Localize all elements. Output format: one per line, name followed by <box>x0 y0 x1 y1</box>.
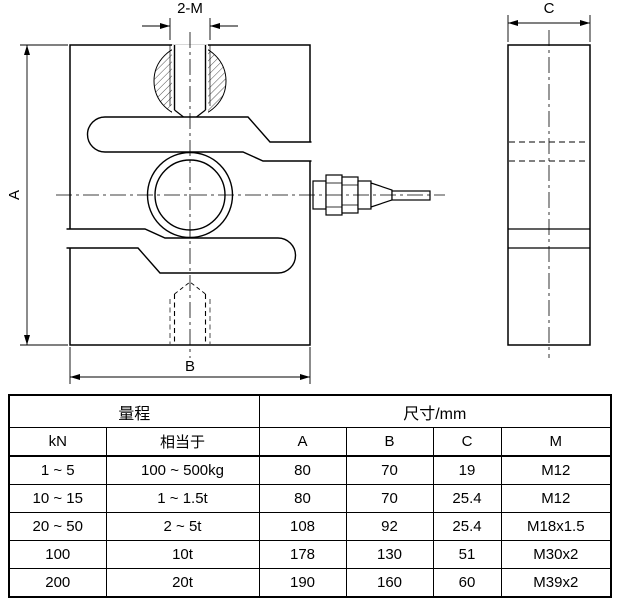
table-cell: 80 <box>258 484 347 513</box>
table-header-row: 量程 尺寸/mm <box>8 394 612 428</box>
table-row: 1 ~ 5 100 ~ 500kg 80 70 19 M12 <box>8 455 612 485</box>
technical-drawing: A B 2-M <box>6 0 591 384</box>
table-cell: M30x2 <box>500 540 612 569</box>
table-cell: 80 <box>258 455 347 485</box>
front-view: A B 2-M <box>6 0 445 384</box>
table-row: 10 ~ 15 1 ~ 1.5t 80 70 25.4 M12 <box>8 484 612 513</box>
table-cell: 108 <box>258 512 347 541</box>
table-cell: 20 ~ 50 <box>8 512 107 541</box>
table-cell: 70 <box>345 484 434 513</box>
header-range: 量程 <box>8 394 260 428</box>
dim-a <box>20 44 68 346</box>
table-cell: 130 <box>345 540 434 569</box>
dim-c-label: C <box>544 0 555 17</box>
arrowhead-right <box>300 374 310 380</box>
arrowhead-up <box>24 45 30 55</box>
table-cell: 178 <box>258 540 347 569</box>
dim-a-label: A <box>6 190 23 200</box>
table-cell: 100 <box>8 540 107 569</box>
table-cell: 25.4 <box>432 484 502 513</box>
arrowhead-right <box>580 20 590 26</box>
table-cell: 70 <box>345 455 434 485</box>
table-cell: 200 <box>8 568 107 598</box>
dim-b <box>69 347 311 384</box>
subheader-equivalent: 相当于 <box>105 427 260 457</box>
table-cell: M12 <box>500 484 612 513</box>
bottom-hidden-hole <box>169 281 211 344</box>
dim-b-label: B <box>185 358 195 375</box>
table-cell: 60 <box>432 568 502 598</box>
table-cell: 10 ~ 15 <box>8 484 107 513</box>
table-row: 100 10t 178 130 51 M30x2 <box>8 540 612 569</box>
dim-c <box>507 15 591 42</box>
table-cell: 1 ~ 5 <box>8 455 107 485</box>
table-cell: 51 <box>432 540 502 569</box>
dim-thread <box>142 18 238 40</box>
table-cell: 1 ~ 1.5t <box>105 484 260 513</box>
table-cell: M18x1.5 <box>500 512 612 541</box>
subheader-m: M <box>500 427 612 457</box>
table-cell: 160 <box>345 568 434 598</box>
table-cell: M12 <box>500 455 612 485</box>
spec-table: 量程 尺寸/mm kN 相当于 A B C M 1 ~ 5 100 ~ 500k… <box>8 394 613 598</box>
lower-slot <box>66 228 297 274</box>
table-subheader-row: kN 相当于 A B C M <box>8 427 612 457</box>
table-cell: 2 ~ 5t <box>105 512 260 541</box>
subheader-a: A <box>258 427 347 457</box>
table-cell: 190 <box>258 568 347 598</box>
table-cell: M39x2 <box>500 568 612 598</box>
table-cell: 92 <box>345 512 434 541</box>
header-size: 尺寸/mm <box>258 394 612 428</box>
table-cell: 20t <box>105 568 260 598</box>
center-lines <box>56 32 445 358</box>
arrowhead-down <box>24 335 30 345</box>
thread-dim-label: 2-M <box>177 0 203 17</box>
arrowhead-left <box>70 374 80 380</box>
table-row: 200 20t 190 160 60 M39x2 <box>8 568 612 598</box>
side-view: C <box>507 0 591 358</box>
upper-slot <box>86 116 312 162</box>
arrowhead-left <box>508 20 518 26</box>
subheader-kn: kN <box>8 427 107 457</box>
subheader-c: C <box>432 427 502 457</box>
table-cell: 19 <box>432 455 502 485</box>
arrowhead-right <box>160 23 170 29</box>
table-row: 20 ~ 50 2 ~ 5t 108 92 25.4 M18x1.5 <box>8 512 612 541</box>
table-cell: 25.4 <box>432 512 502 541</box>
table-cell: 100 ~ 500kg <box>105 455 260 485</box>
subheader-b: B <box>345 427 434 457</box>
arrowhead-left <box>210 23 220 29</box>
cable-stub <box>391 190 431 201</box>
table-cell: 10t <box>105 540 260 569</box>
